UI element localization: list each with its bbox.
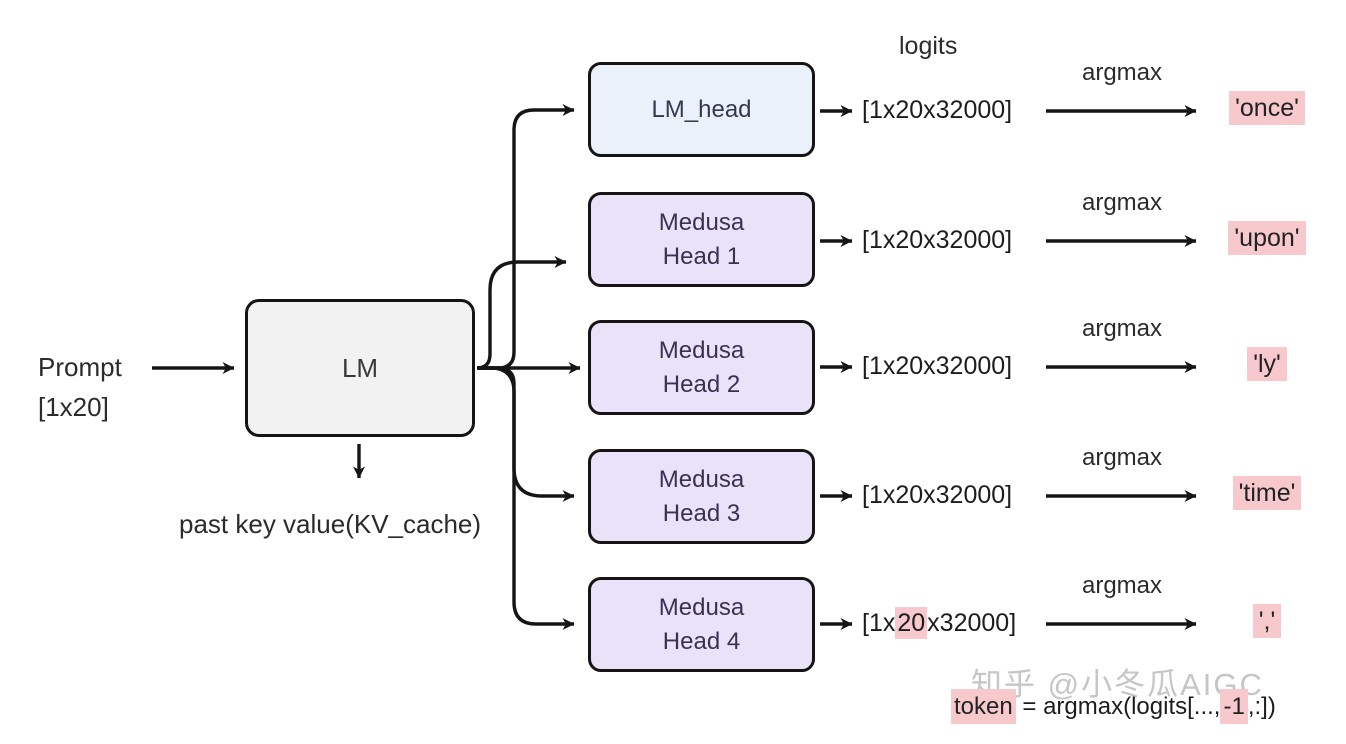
logits-dims-row2: [1x20x32000] [862,226,1013,254]
medusa-head-3-node: Medusa Head 3 [588,449,815,544]
logits-dims-row3: [1x20x32000] [862,352,1013,380]
token-row1-text: 'once' [1229,91,1305,125]
token-row4: 'time' [1182,476,1346,510]
argmax-label-row4: argmax [1081,444,1163,471]
argmax-label-row5: argmax [1081,572,1163,599]
medusa-head-1-node: Medusa Head 1 [588,192,815,287]
token-row4-text: 'time' [1232,476,1302,510]
formula-middle: = argmax(logits[..., [1015,693,1221,720]
token-row5: ',' [1182,604,1346,638]
token-row5-text: ',' [1252,604,1282,638]
formula-minus1-highlight: -1 [1220,689,1248,724]
token-row1: 'once' [1182,91,1346,125]
logits-dims-row4: [1x20x32000] [862,481,1013,509]
lm-node: LM [245,299,475,437]
prompt-dims-text: [1x20] [38,392,109,422]
token-row3-text: 'ly' [1247,347,1287,381]
medusa-head-3-label: Medusa Head 3 [658,466,745,527]
lm-node-label: LM [341,352,379,383]
connector-lm-to-head4 [477,366,575,630]
formula-end: ,:]) [1247,693,1276,720]
dims-row5-highlight: 20 [895,607,928,639]
argmax-label-row1: argmax [1081,59,1163,86]
argmax-label-row2: argmax [1081,189,1163,216]
watermark: 知乎 @小冬瓜AIGC [971,667,1264,702]
logits-label: logits [899,32,958,60]
lm-head-node: LM_head [588,62,815,157]
dims-row5-suffix: x32000] [927,609,1017,637]
medusa-head-2-label: Medusa Head 2 [658,337,745,398]
medusa-head-4-node: Medusa Head 4 [588,577,815,672]
logits-dims-row5: [1x20x32000] [862,607,1017,639]
prompt-label: Prompt [1x20] [38,347,122,427]
logits-dims-row1: [1x20x32000] [862,96,1013,124]
argmax-label-row3: argmax [1081,315,1163,342]
medusa-head-1-label: Medusa Head 1 [658,209,745,270]
token-row2: 'upon' [1182,221,1346,255]
kv-cache-label: past key value(KV_cache) [179,509,482,539]
dims-row5-prefix: [1x [862,609,896,637]
prompt-label-text: Prompt [38,352,122,382]
token-row3: 'ly' [1182,347,1346,381]
connector-lm-to-head1 [476,256,567,370]
lm-head-node-label: LM_head [651,95,752,123]
formula-token-highlight: token [951,689,1016,724]
token-row2-text: 'upon' [1228,221,1306,255]
medusa-head-4-label: Medusa Head 4 [658,594,745,655]
token-formula: token = argmax(logits[...,-1,:]) [951,689,1276,724]
connector-lm-to-head3 [477,366,575,502]
medusa-head-2-node: Medusa Head 2 [588,320,815,415]
